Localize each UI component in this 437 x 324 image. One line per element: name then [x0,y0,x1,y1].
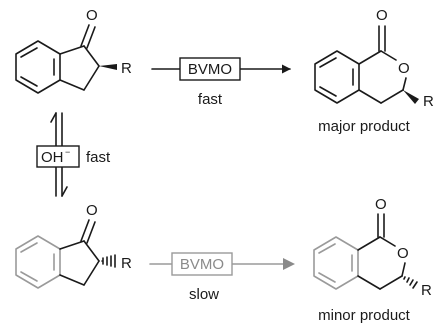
indanone-bottom: O R [15,202,132,289]
major-r-group: R [423,93,434,110]
minor-carbonyl-oxygen: O [375,196,387,213]
oh-reagent-box [36,145,80,168]
top-reagent-label: BVMO [188,61,232,78]
major-product-structure: O O R [314,7,434,110]
major-product-label: major product [318,118,411,135]
top-wedge-bond [99,64,117,70]
bottom-reagent-label: BVMO [180,256,224,273]
bottom-reagent-box [171,252,233,276]
major-ring-oxygen: O [398,60,410,77]
equilibrium-rate-label: fast [86,149,111,166]
bottom-rate-label: slow [189,286,219,303]
major-wedge-bond [403,90,419,104]
minor-r-group: R [421,282,432,299]
minor-product-structure: O O R [313,196,432,299]
minor-product-label: minor product [318,307,411,324]
top-rate-label: fast [198,91,223,108]
major-carbonyl-oxygen: O [376,7,388,24]
bottom-ketone-r-group: R [121,255,132,272]
indanone-top: O R [15,7,132,94]
bottom-ketone-oxygen: O [86,202,98,219]
top-ketone-r-group: R [121,60,132,77]
top-arrow-group: BVMO fast [151,57,291,108]
oh-reagent-label: OH [41,149,64,166]
bottom-arrow-group: BVMO slow [149,252,295,303]
top-reagent-box [179,57,241,81]
minor-ring-oxygen: O [397,245,409,262]
oh-charge: − [65,147,70,157]
top-ketone-oxygen: O [86,7,98,24]
equilibrium-group: OH − fast [36,112,111,197]
bottom-arrow-head [283,258,295,270]
